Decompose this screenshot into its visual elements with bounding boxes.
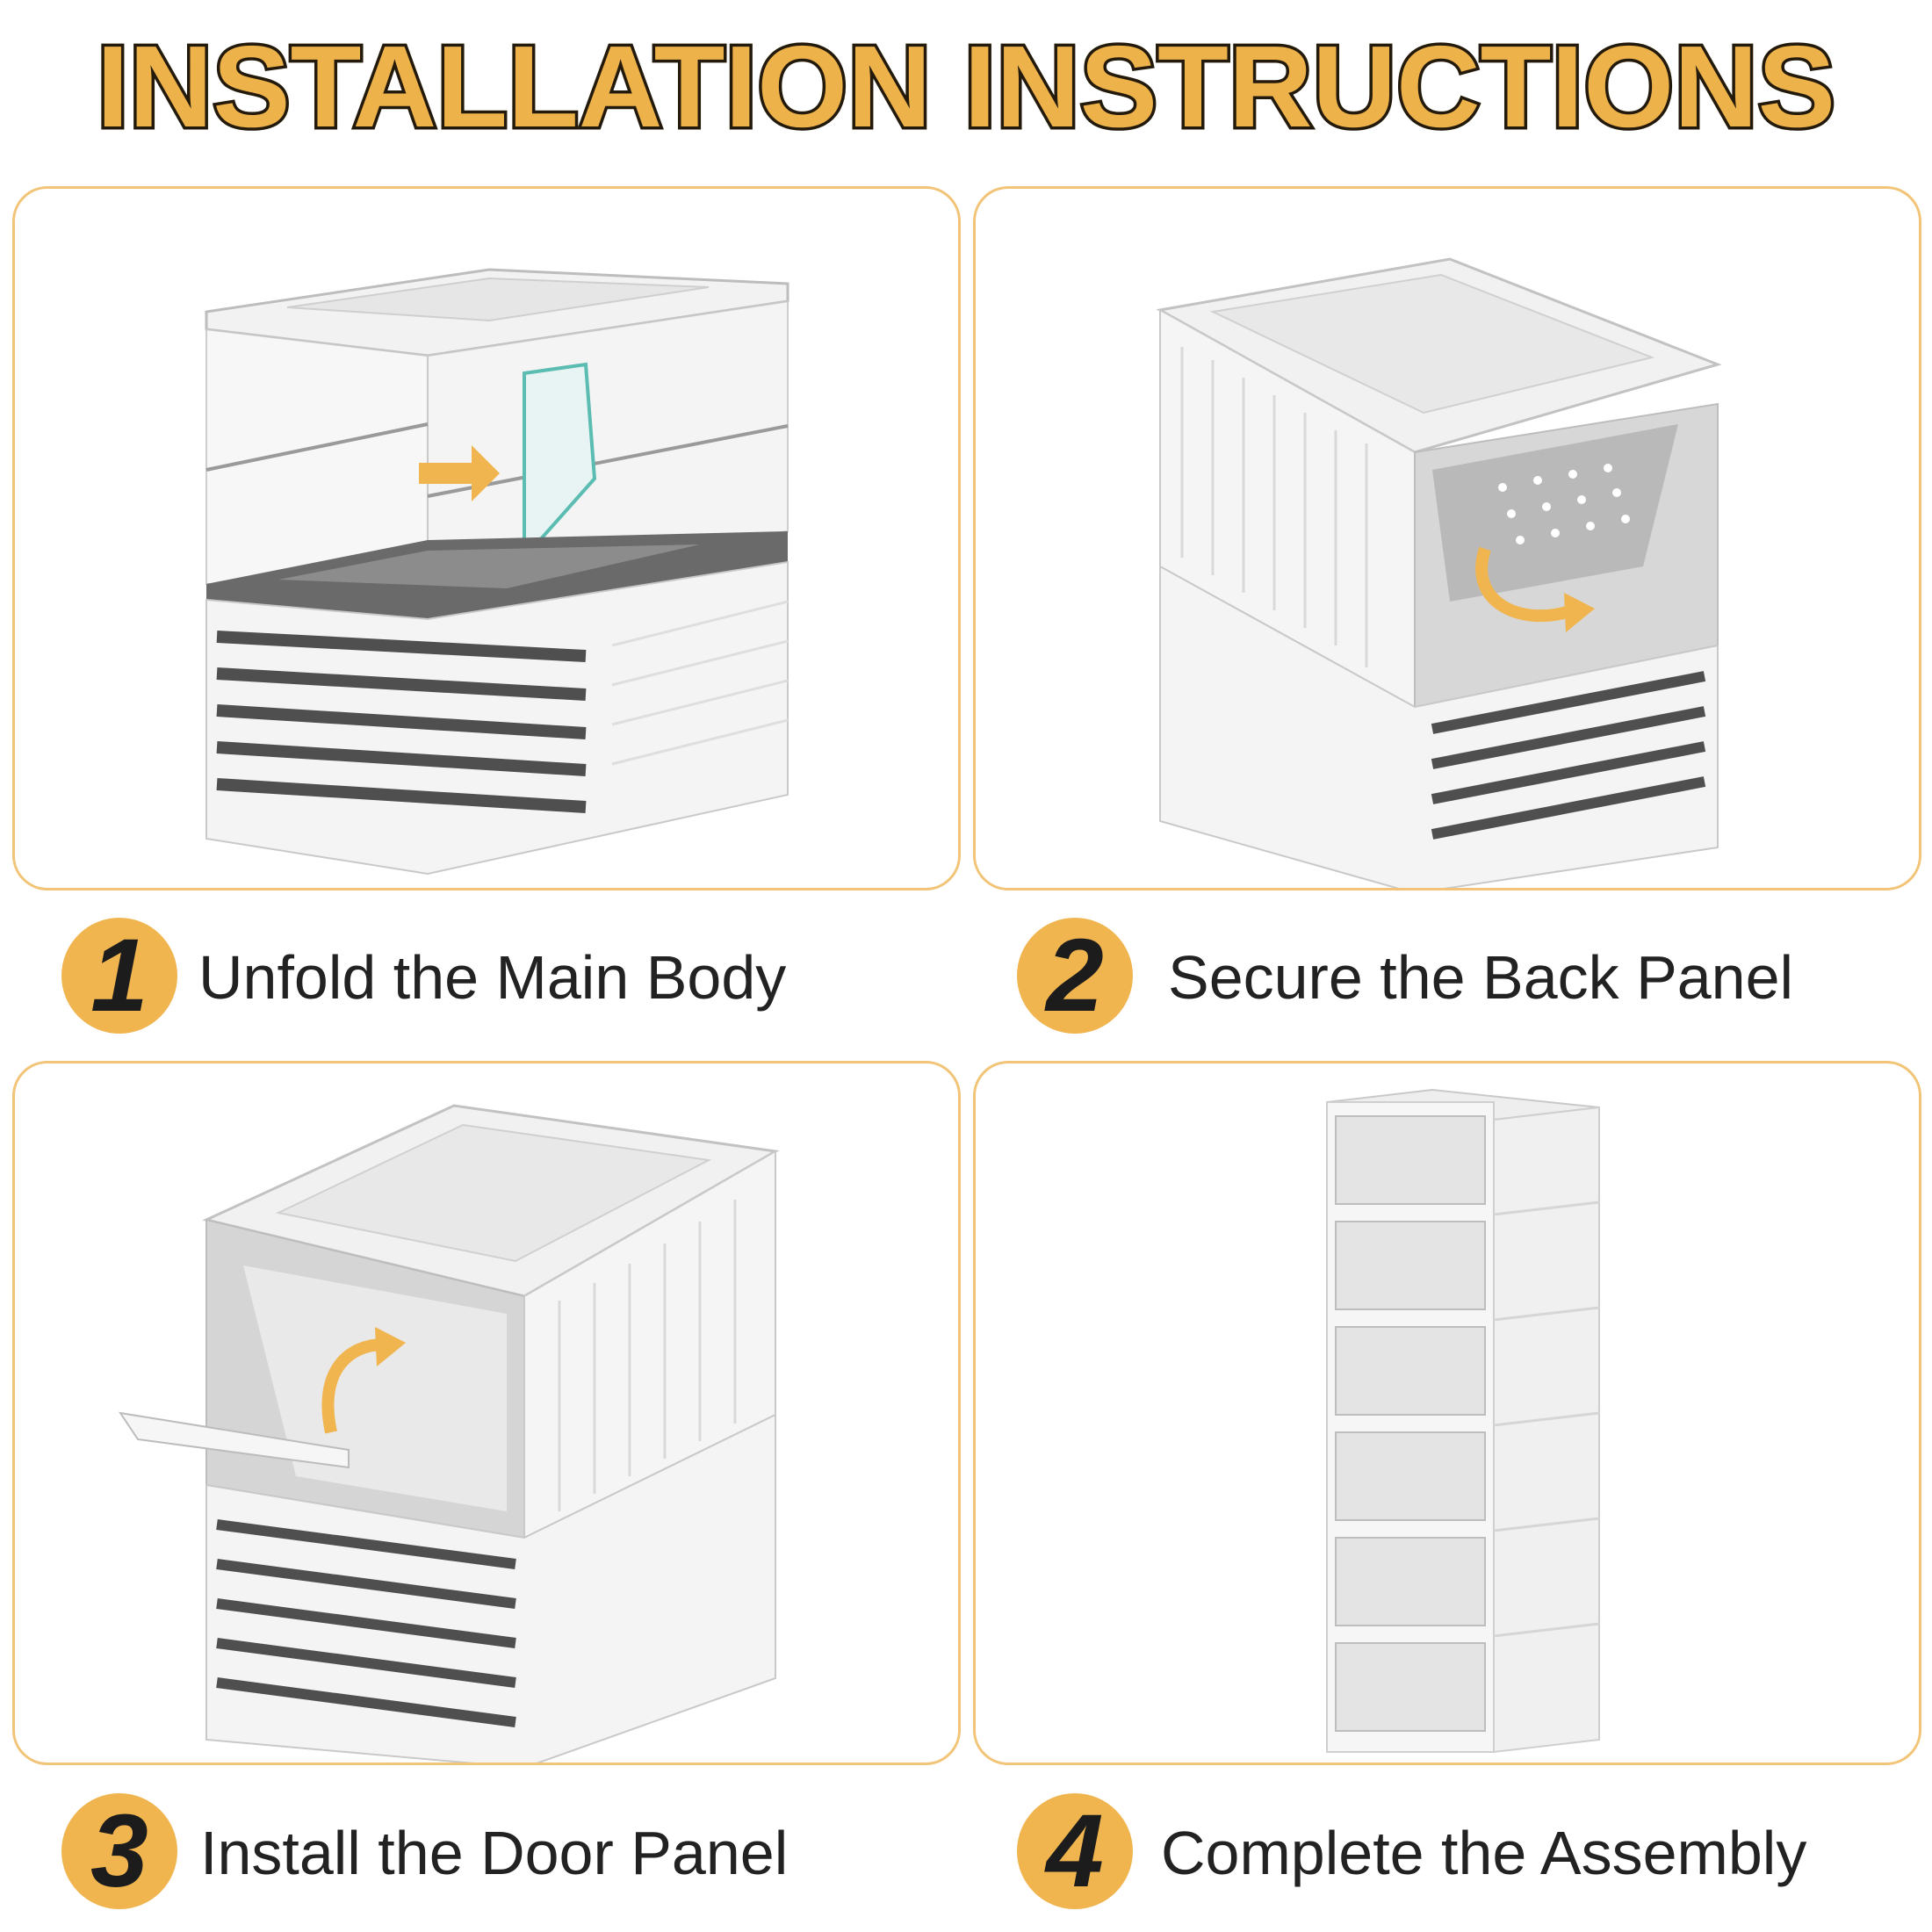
- step-1-number: 1: [90, 918, 148, 1034]
- step-4-label: Complete the Assembly: [1161, 1819, 1807, 1887]
- curved-arrow-icon: [1475, 546, 1575, 623]
- step-3-illustration: [118, 1104, 780, 1763]
- page-title: INSTALLATION INSTRUCTIONS: [94, 28, 1839, 142]
- step-4-badge: 4: [1017, 1793, 1133, 1909]
- step-1-badge: 1: [61, 918, 177, 1034]
- step-1-label: Unfold the Main Body: [198, 943, 787, 1012]
- step-4-number: 4: [1046, 1793, 1104, 1909]
- step-3-image-panel: [12, 1061, 961, 1765]
- step-2-image-panel: [973, 186, 1921, 890]
- step-3-label: Install the Door Panel: [200, 1819, 789, 1887]
- step-3-number: 3: [90, 1793, 148, 1909]
- curved-arrow-icon: [321, 1338, 385, 1434]
- arrow-right-icon: [419, 445, 500, 501]
- step-4-illustration: [1326, 1088, 1600, 1754]
- step-1-illustration: [205, 268, 789, 876]
- step-2-illustration: [1156, 257, 1722, 888]
- title-text: INSTALLATION INSTRUCTIONS: [97, 28, 1835, 142]
- step-1-image-panel: [12, 186, 961, 890]
- step-2-badge: 2: [1017, 918, 1133, 1034]
- step-2-label: Secure the Back Panel: [1168, 943, 1794, 1012]
- step-2-number: 2: [1046, 918, 1104, 1034]
- step-4-image-panel: [973, 1061, 1921, 1765]
- step-3-badge: 3: [61, 1793, 177, 1909]
